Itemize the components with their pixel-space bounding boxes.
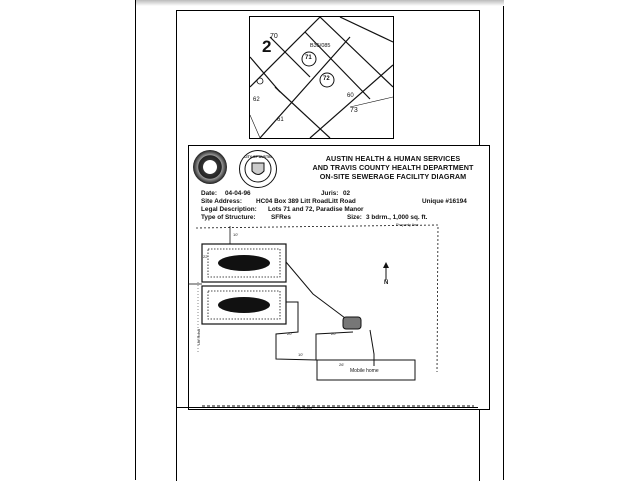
legal-description-label: Legal Description:: [201, 206, 257, 213]
juris-label: Juris:: [321, 190, 339, 197]
structure-type-label: Type of Structure:: [201, 214, 256, 221]
bottom-rule: [176, 407, 478, 408]
site-address-label: Site Address:: [201, 198, 242, 205]
house-dim-label: 26': [339, 362, 345, 367]
header-title-line3: ON-SITE SEWERAGE FACILITY DIAGRAM: [319, 172, 467, 181]
drain-field-2: [218, 297, 270, 313]
plat-lot-71: 71: [305, 55, 312, 61]
juris-value: 02: [343, 190, 351, 197]
county-seal-icon: [193, 150, 227, 184]
property-line-label: Property line: [396, 222, 419, 227]
plat-lot-70: 70: [270, 33, 278, 40]
north-label: N: [384, 280, 389, 286]
pipe-label-3: 10': [298, 352, 304, 357]
date-label: Date:: [201, 190, 217, 197]
plat-lot-61: 61: [277, 117, 284, 123]
date-value: 04-04-96: [225, 190, 251, 197]
plat-lot-60: 60: [347, 93, 354, 99]
unique-id: Unique #16194: [422, 198, 467, 205]
house-label: Mobile home: [350, 368, 379, 374]
site-address-value: HC04 Box 389 Litt RoadLitt Road: [256, 198, 356, 205]
left-edge-label: Litt Road: [196, 328, 201, 345]
size-value: 3 bdrm., 1,000 sq. ft.: [366, 214, 428, 221]
top-scan-strip: [136, 0, 504, 6]
page-left-edge: [135, 0, 136, 480]
plat-map: 2 70 71 72 73 60 61 62 B35/085: [249, 16, 394, 139]
site-drawing: [188, 224, 474, 407]
plat-map-lines: [250, 17, 393, 138]
drain-field-1: [218, 255, 270, 271]
plat-block-number: 2: [262, 37, 272, 56]
city-seal-icon: CITY OF AUSTIN: [239, 150, 277, 188]
plat-code: B35/085: [310, 43, 331, 49]
plat-lot-62: 62: [253, 97, 260, 103]
plat-lot-73: 73: [350, 107, 358, 114]
north-arrow-icon: [383, 262, 389, 268]
field-dim-label: 22': [203, 254, 209, 259]
page-right-edge: [503, 0, 504, 480]
septic-tank: [342, 316, 362, 330]
header-title-line2: AND TRAVIS COUNTY HEALTH DEPARTMENT: [312, 163, 474, 172]
facility-diagram-panel: [188, 145, 490, 410]
city-seal-emblem: [244, 155, 272, 183]
structure-type-value: SFRes: [271, 214, 291, 221]
pipe-label-1: 20': [287, 331, 293, 336]
setback-label: 10': [233, 232, 239, 237]
plat-lot-72: 72: [323, 76, 330, 82]
legal-description-value: Lots 71 and 72, Paradise Manor: [268, 206, 364, 213]
city-seal-text: CITY OF AUSTIN: [244, 155, 272, 159]
pipe-label-2: 20': [331, 331, 337, 336]
header-title-line1: AUSTIN HEALTH & HUMAN SERVICES: [325, 154, 461, 163]
size-label: Size:: [347, 214, 362, 221]
